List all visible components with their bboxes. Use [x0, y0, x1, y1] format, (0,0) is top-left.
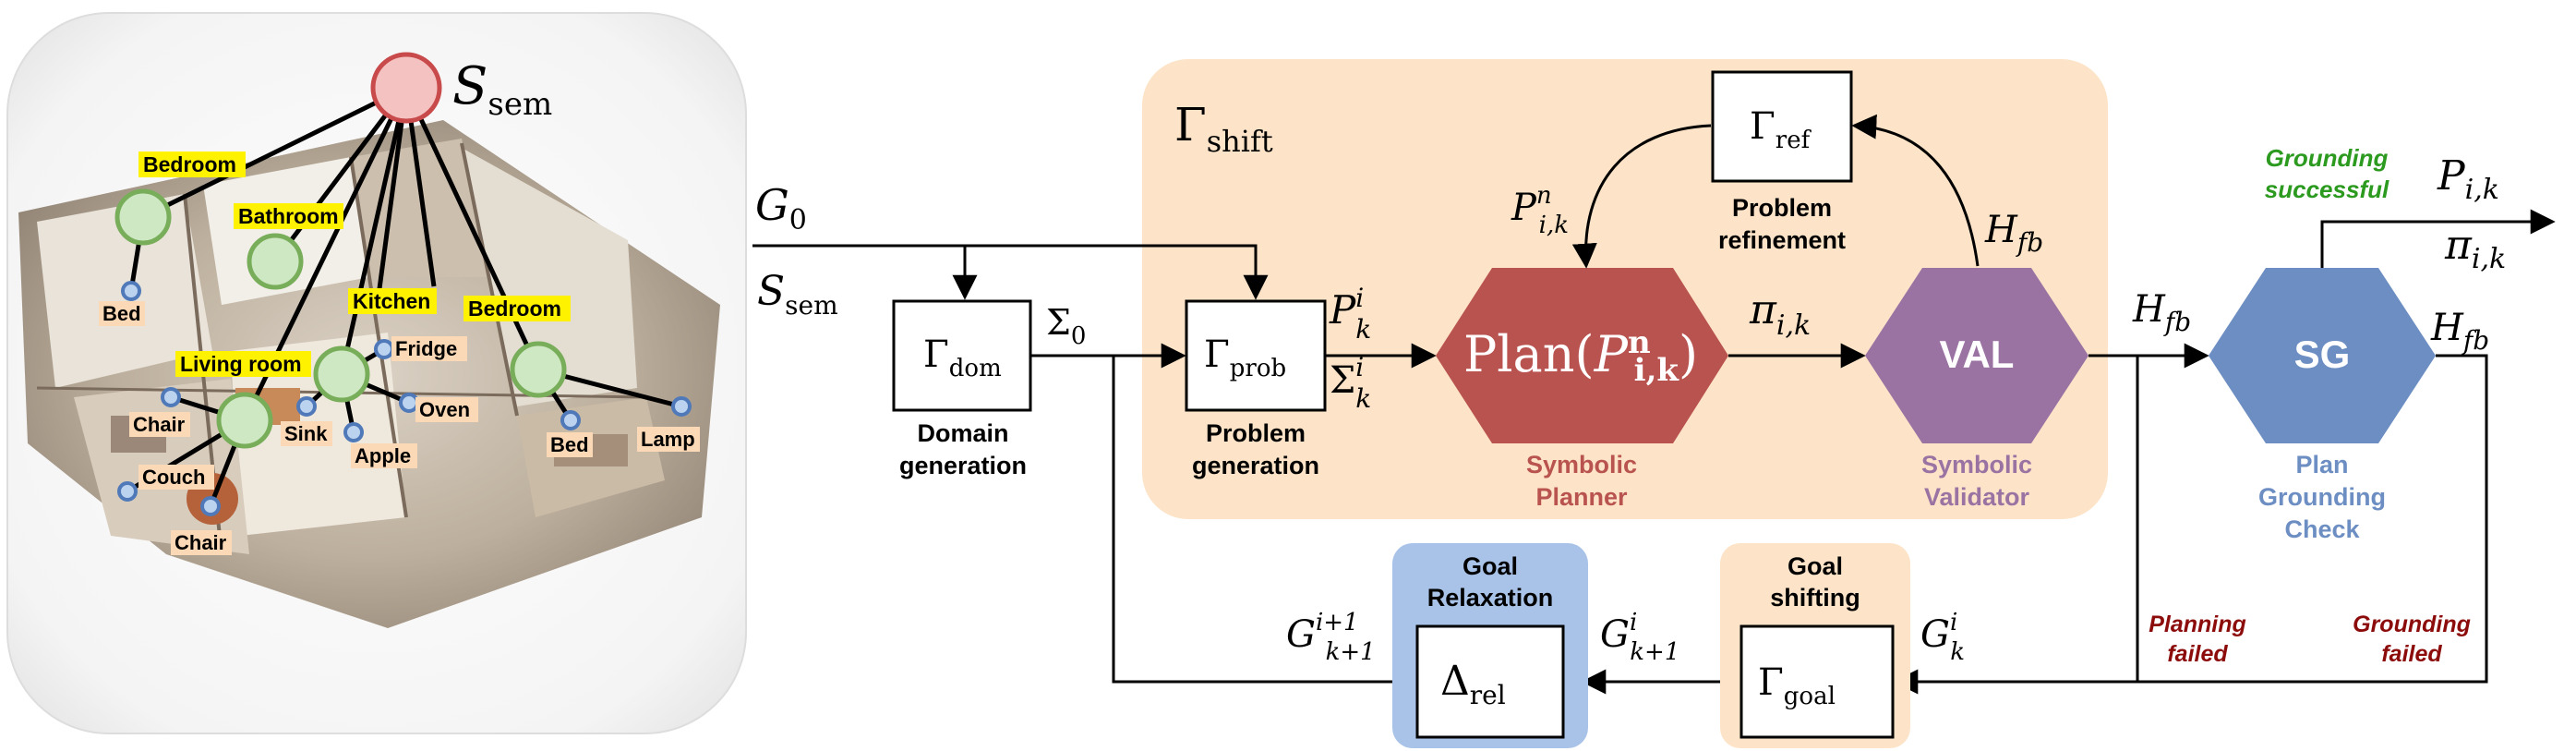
- grounding-failed-label-2: failed: [2381, 641, 2442, 667]
- domain-generation-symbol: Γdom: [923, 333, 1002, 382]
- object-label: Sink: [284, 422, 328, 445]
- room-node-kitchen: [313, 345, 370, 403]
- grounding-output-pi-label: πi,k: [2444, 222, 2506, 275]
- refinement-input-label: Hfb: [1984, 209, 2043, 258]
- object-label: Bed: [102, 302, 141, 325]
- room-label: Bedroom: [143, 152, 236, 176]
- goal-shifting-title-1: Goal: [1788, 552, 1843, 580]
- main-flow-arrows: [1030, 209, 2556, 369]
- symbolic-planner-caption-1: Symbolic: [1526, 451, 1637, 478]
- validator-output-label: Hfb: [2132, 288, 2191, 337]
- refinement-arrows: [1571, 114, 1980, 269]
- room-node-living-room: [216, 392, 273, 449]
- object-label: Chair: [133, 413, 186, 436]
- problem-refinement-symbol: Γref: [1750, 105, 1812, 154]
- goal-shifting-box: [1739, 624, 1895, 739]
- symbolic-validator-caption-1: Symbolic: [1921, 451, 2032, 478]
- goal-relaxation-title-1: Goal: [1463, 552, 1518, 580]
- problem-refinement-caption-2: refinement: [1718, 226, 1846, 254]
- domain-generation-caption-2: generation: [899, 452, 1027, 479]
- domain-generation-caption-1: Domain: [917, 419, 1008, 447]
- grounding-failed-label-1: Grounding: [2353, 612, 2471, 637]
- grounding-feedback-label: Hfb: [2430, 307, 2489, 356]
- object-labels: Bed Chair Couch Chair Sink Apple Fridge …: [99, 301, 700, 555]
- room-label: Kitchen: [353, 289, 430, 313]
- room-label: Bathroom: [238, 204, 339, 228]
- object-label: Lamp: [641, 428, 695, 451]
- object-label: Apple: [355, 444, 411, 467]
- room-labels: Bedroom Bathroom Kitchen Living room Bed…: [138, 151, 571, 377]
- plan-grounding-label: SG: [2294, 333, 2351, 376]
- domain-output-label: Σ0: [1046, 302, 1086, 350]
- object-label: Oven: [419, 398, 470, 421]
- planning-failed-label-2: failed: [2167, 641, 2228, 667]
- room-node-bathroom: [247, 233, 304, 290]
- object-label: Fridge: [395, 337, 457, 360]
- symbolic-validator-hexagon: [1865, 268, 2088, 443]
- domain-generation-box: [892, 299, 1032, 412]
- goal-relaxation-symbol: Δrel: [1440, 658, 1506, 710]
- feedback-loop-lines: [1112, 354, 2488, 695]
- goal-shifting-title-2: shifting: [1770, 584, 1860, 612]
- goal-relaxation-title-2: Relaxation: [1427, 584, 1554, 612]
- grounding-success-label-1: Grounding: [2266, 144, 2389, 172]
- room-node-bedroom-1: [114, 188, 172, 246]
- object-label: Bed: [550, 433, 589, 456]
- problem-refinement-box: [1711, 70, 1853, 183]
- input-arrows: [752, 244, 1269, 300]
- problem-refinement-caption-1: Problem: [1732, 194, 1832, 222]
- problem-generation-symbol: Γprob: [1204, 333, 1286, 382]
- input-sem-label: Ssem: [757, 268, 838, 321]
- plan-grounding-hexagon: [2209, 268, 2436, 443]
- problem-generation-caption-1: Problem: [1206, 419, 1306, 447]
- room-node-bedroom-2: [510, 341, 567, 398]
- room-label: Living room: [180, 352, 302, 376]
- room-label: Bedroom: [468, 297, 561, 321]
- plan-grounding-caption-3: Check: [2284, 515, 2360, 543]
- object-label: Couch: [142, 466, 205, 489]
- grounding-success-label-2: successful: [2265, 176, 2389, 203]
- grounding-output-p-label: Pi,k: [2437, 152, 2499, 206]
- planner-output-label: πi,k: [1749, 286, 1811, 342]
- input-goal-label: G0: [755, 180, 807, 236]
- planning-failed-label-1: Planning: [2149, 612, 2246, 637]
- root-node: [370, 52, 442, 124]
- goal-relaxation-box: [1415, 624, 1565, 739]
- room-nodes: [114, 188, 567, 449]
- shift-block-label: Γshift: [1174, 98, 1273, 159]
- plan-grounding-caption-2: Grounding: [2258, 483, 2386, 511]
- symbolic-planner-hexagon: [1436, 268, 1728, 443]
- scene-graph-panel: Ssem Bedroom Bathroom: [6, 12, 747, 734]
- symbolic-planner-caption-2: Planner: [1535, 483, 1628, 511]
- symbolic-validator-label: VAL: [1940, 333, 2015, 376]
- goal-shifting-symbol: Γgoal: [1758, 661, 1836, 710]
- problem-generation-caption-2: generation: [1192, 452, 1319, 479]
- symbolic-validator-caption-2: Validator: [1924, 483, 2030, 511]
- plan-grounding-caption-1: Plan: [2295, 451, 2348, 478]
- object-label: Chair: [175, 531, 227, 554]
- root-node-label: Ssem: [452, 56, 552, 123]
